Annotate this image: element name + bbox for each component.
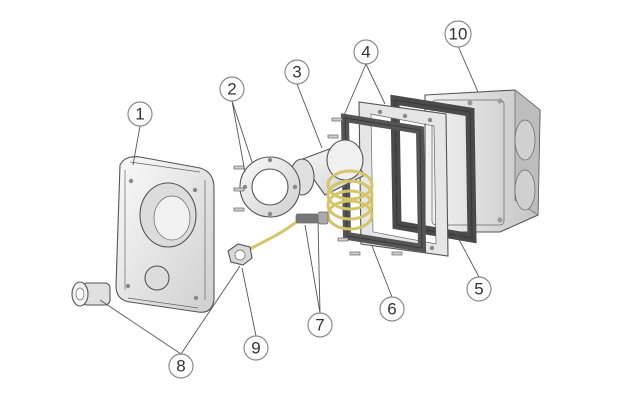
- part-5-rear-gasket: [390, 94, 477, 244]
- callout-2-text: 2: [227, 80, 236, 99]
- part-9-hex-nut: [227, 243, 253, 266]
- callout-8-text: 8: [176, 357, 185, 376]
- callout-4-text: 4: [361, 43, 370, 62]
- callout-5: 5: [466, 276, 492, 302]
- leader-lines: [99, 45, 480, 355]
- callout-8: 8: [168, 353, 194, 379]
- callout-7: 7: [307, 312, 333, 338]
- callout-1: 1: [127, 101, 153, 127]
- callout-2: 2: [219, 76, 245, 102]
- callout-10: 10: [444, 20, 472, 48]
- callout-5-text: 5: [474, 280, 483, 299]
- callout-4: 4: [353, 39, 379, 65]
- part-10-housing-box: [424, 89, 541, 233]
- callout-1-text: 1: [135, 105, 144, 124]
- callout-6: 6: [379, 296, 405, 322]
- callout-7-text: 7: [315, 316, 324, 335]
- part-7-power-cable: [239, 169, 374, 257]
- callout-3-text: 3: [292, 63, 301, 82]
- part-4-front-gasket: [327, 113, 427, 256]
- callout-10-text: 10: [449, 25, 468, 44]
- part-1-front-cover: [115, 156, 215, 313]
- part-8-cable-gland: [71, 281, 111, 307]
- callout-9: 9: [243, 335, 269, 361]
- callout-6-text: 6: [387, 300, 396, 319]
- callout-9-text: 9: [251, 339, 260, 358]
- callout-3: 3: [284, 59, 310, 85]
- part-2-ring-flange: [233, 156, 301, 218]
